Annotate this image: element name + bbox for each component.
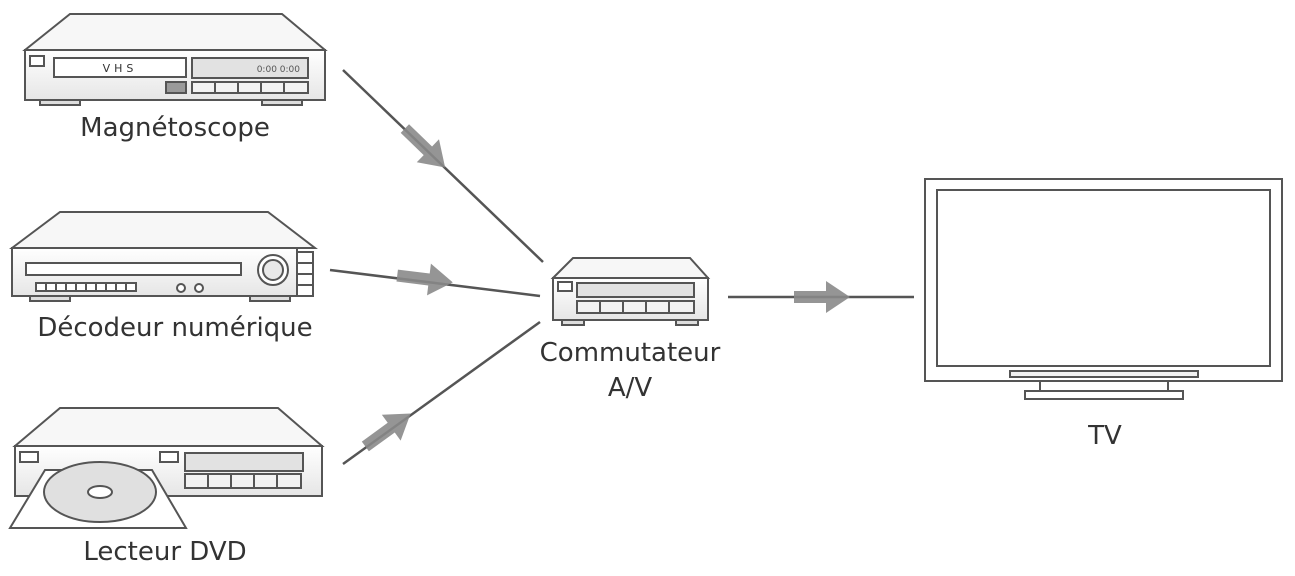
arrow-tv-icon	[794, 281, 850, 313]
switcher-label-line2: A/V	[607, 373, 653, 403]
decoder-label: Décodeur numérique	[37, 313, 313, 343]
tv-device	[924, 178, 1283, 400]
vcr-tape-label: VHS	[103, 62, 138, 75]
arrow-dvd-icon	[361, 413, 411, 452]
dvd-device	[8, 407, 325, 529]
arrow-vcr-icon	[400, 124, 446, 168]
arrow-decoder-icon	[396, 263, 453, 296]
decoder-device	[9, 211, 318, 302]
tv-label: TV	[1088, 421, 1122, 451]
direction-arrows	[361, 124, 850, 452]
av-switcher-device	[550, 257, 711, 326]
vcr-display-readout: 0:00 0:00	[257, 65, 301, 75]
vcr-device: VHS 0:00 0:00	[22, 13, 328, 106]
switcher-label-line1: Commutateur	[539, 338, 721, 368]
vcr-label: Magnétoscope	[80, 113, 270, 143]
dvd-label: Lecteur DVD	[83, 537, 247, 567]
